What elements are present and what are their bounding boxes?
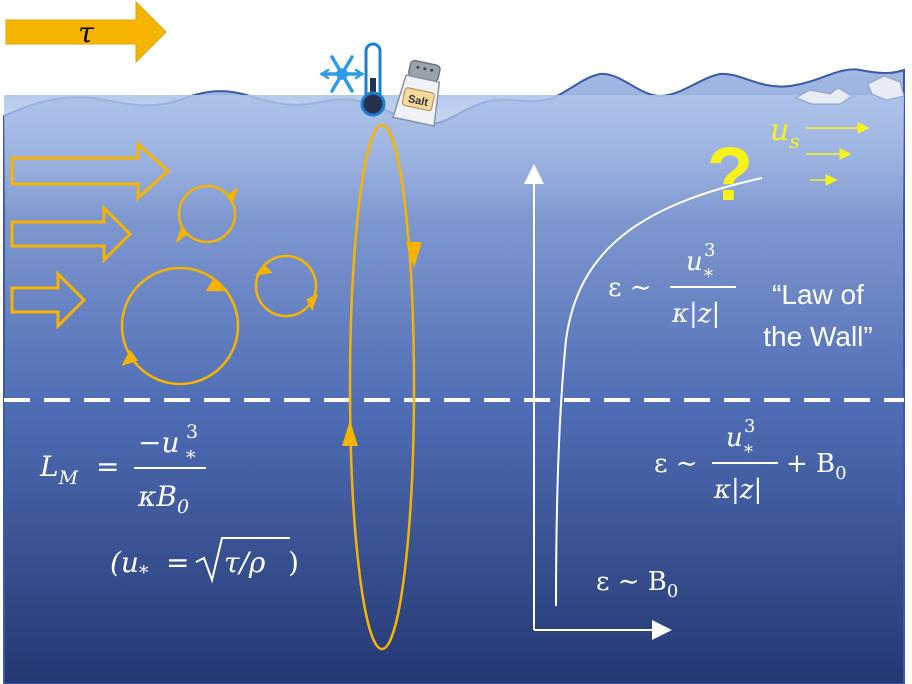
wall-law-denominator: κ|z| — [671, 299, 720, 329]
eddy-small — [177, 184, 237, 244]
combined-numerator-sub: * — [744, 442, 753, 463]
combined-denominator: κ|z| — [713, 475, 762, 505]
ice-floe — [794, 87, 853, 105]
current-arrow-large — [10, 140, 171, 202]
wall-law-numerator-sup: 3 — [704, 240, 715, 261]
current-arrow-small — [10, 270, 87, 330]
sqrt-sign — [195, 537, 290, 584]
wall-law-numerator-sub: * — [704, 266, 713, 287]
mo-numerator: −u — [138, 426, 180, 459]
friction-velocity-definition: (u* = τ/ρ ) — [110, 537, 299, 584]
mo-lhs: LM — [39, 450, 79, 489]
combined-tail: + B0 — [786, 449, 847, 484]
fv-close: ) — [288, 546, 299, 579]
surface-glow — [4, 95, 904, 215]
stokes-drift-arrows — [806, 122, 870, 186]
thermometer-icon — [360, 42, 386, 117]
combined-numerator-sup: 3 — [744, 416, 755, 437]
snowflake-icon — [319, 55, 365, 93]
fv-radicand: τ/ρ — [224, 546, 266, 579]
wall-law-lhs: ε ∼ — [608, 273, 652, 303]
mo-numerator-sup: 3 — [186, 421, 198, 443]
wind-stress-arrow: τ — [5, 0, 167, 64]
law-of-the-wall-caption-1: “Law of — [772, 279, 864, 310]
turbulent-eddies — [120, 184, 319, 386]
wall-law-numerator: u — [686, 247, 703, 277]
salt-shaker-icon: Salt — [392, 59, 441, 127]
convective-plume-loop — [342, 123, 422, 651]
salt-label: Salt — [407, 93, 430, 109]
stress-symbol: τ — [78, 16, 94, 49]
fv-eq: = — [166, 546, 189, 579]
current-arrows — [10, 140, 171, 330]
dissipation-axes — [524, 164, 763, 640]
monin-obukhov-length-equation: LM = −u 3 * κB0 — [39, 421, 206, 518]
question-mark: ? — [707, 132, 753, 217]
law-of-the-wall-caption-2: the Wall” — [763, 321, 872, 352]
mo-denominator: κB0 — [137, 480, 189, 518]
surface-velocity-label: us — [770, 113, 800, 153]
combined-numerator: u — [726, 423, 743, 453]
eddy-large — [120, 266, 240, 386]
mo-eq: = — [96, 450, 119, 483]
dissipation-profile-curve — [555, 177, 763, 607]
mo-numerator-sub: * — [186, 447, 196, 469]
fv-open: (u* — [110, 546, 149, 584]
combined-lhs: ε ∼ — [654, 449, 698, 479]
current-arrow-medium — [10, 204, 133, 264]
buoyancy-dissipation-equation: ε ∼ B0 — [596, 567, 678, 602]
ice-floe — [867, 75, 905, 101]
combined-dissipation-equation: ε ∼ u 3 * κ|z| + B0 — [654, 416, 847, 505]
eddy-medium — [254, 254, 318, 318]
law-of-the-wall-equation: ε ∼ u 3 * κ|z| — [608, 240, 736, 329]
